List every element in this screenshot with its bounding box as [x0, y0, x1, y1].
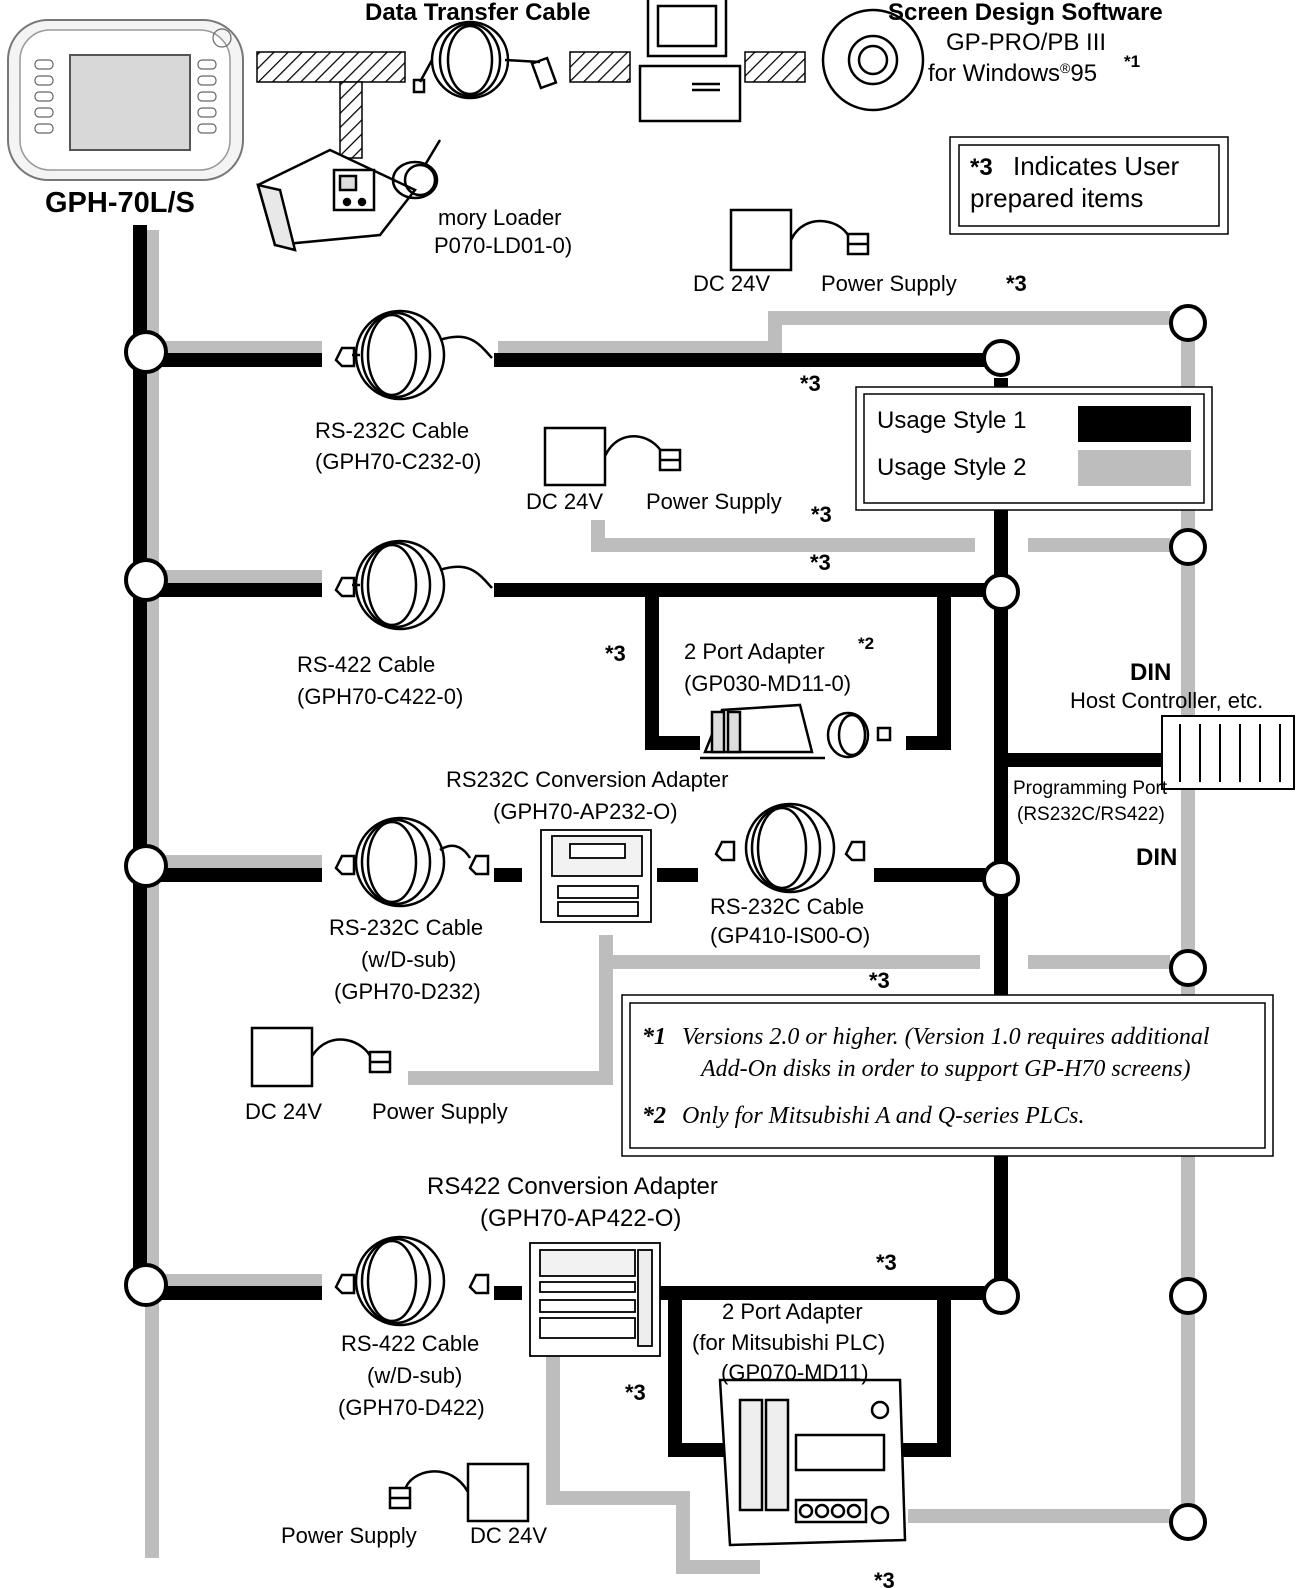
- rs232c-conv-line1: RS232C Conversion Adapter: [446, 767, 729, 792]
- legend-style2-label: Usage Style 2: [877, 454, 1026, 481]
- din-top-label: DIN: [1130, 659, 1171, 686]
- software-name: GP-PRO/PB III: [946, 29, 1106, 56]
- footnotes-box: *1 Versions 2.0 or higher. (Version 1.0 …: [621, 994, 1274, 1157]
- footnote1-line1: Versions 2.0 or higher. (Version 1.0 req…: [682, 1024, 1210, 1050]
- user-prepared-notice: *3 Indicates User prepared items: [949, 136, 1229, 235]
- rs422-conv-line2: (GPH70-AP422-O): [480, 1205, 681, 1232]
- cd-disc-icon: [821, 8, 925, 112]
- rs422-cable-line2: (GPH70-C422-0): [297, 684, 463, 709]
- rs232c-dsub-cable-icon: [334, 816, 490, 908]
- hatched-connector-bars: [256, 51, 806, 159]
- rs232c-dsub-line3: (GPH70-D232): [334, 979, 481, 1004]
- power1-supply: Power Supply: [821, 271, 957, 296]
- rs422-conversion-adapter-icon: [529, 1242, 661, 1357]
- rs232c-cable-line1: RS-232C Cable: [315, 418, 469, 443]
- mark-3: *3: [810, 550, 831, 575]
- power-supply-4: [388, 1462, 530, 1523]
- host-controller-icon: [1161, 715, 1295, 790]
- two-port-mitsubishi-adapter-icon: [718, 1378, 907, 1547]
- power1-dc: DC 24V: [693, 271, 770, 296]
- legend-style2-swatch: [1078, 450, 1191, 486]
- mark-3: *3: [800, 371, 821, 396]
- rs232c-gp410-cable-icon: [714, 802, 866, 894]
- mitsu-adapter-line2: (for Mitsubishi PLC): [692, 1330, 885, 1355]
- rs422-dsub-cable-icon: [334, 1235, 490, 1327]
- power2-dc: DC 24V: [526, 489, 603, 514]
- device-name: GPH-70L/S: [45, 187, 195, 219]
- two-port-note: *2: [858, 634, 874, 653]
- mark-3: *3: [876, 1250, 897, 1275]
- mark-3: *3: [874, 1568, 895, 1588]
- junction-nodes: [124, 304, 1207, 1541]
- two-port-line1: 2 Port Adapter: [684, 639, 825, 664]
- memory-loader-icon: [256, 139, 442, 252]
- rs422-cable-line1: RS-422 Cable: [297, 652, 435, 677]
- footnote2-mark: *2: [642, 1103, 666, 1129]
- rs232c-dsub-line1: RS-232C Cable: [329, 915, 483, 940]
- footnote1-line2: Add-On disks in order to support GP-H70 …: [699, 1056, 1191, 1082]
- mark-3: *3: [625, 1380, 646, 1405]
- host-port-line2: (RS232C/RS422): [1017, 804, 1165, 825]
- user-prepared-marks: *3 *3 *3 *3 *3 *3 *3: [605, 371, 897, 1588]
- rs422-dsub-line2: (w/D-sub): [367, 1363, 462, 1388]
- rs232c-cable-line2: (GPH70-C232-0): [315, 449, 481, 474]
- usage-legend: Usage Style 1 Usage Style 2: [855, 386, 1213, 511]
- two-port-adapter-icon: [700, 703, 892, 760]
- rs422-conv-line1: RS422 Conversion Adapter: [427, 1173, 718, 1200]
- mitsu-adapter-line1: 2 Port Adapter: [722, 1299, 863, 1324]
- power1-note: *3: [1006, 271, 1027, 296]
- legend-style1-label: Usage Style 1: [877, 407, 1026, 434]
- usage-style-1-lines: [133, 225, 1165, 1457]
- rs422-cable-icon: [334, 539, 493, 631]
- two-port-line2: (GP030-MD11-0): [684, 671, 851, 696]
- power3-dc: DC 24V: [245, 1099, 322, 1124]
- mark-3: *3: [869, 968, 890, 993]
- data-transfer-cable-icon: [412, 20, 558, 100]
- rs232c-conv-line2: (GPH70-AP232-O): [493, 799, 678, 824]
- notice-mark: *3: [970, 154, 993, 181]
- legend-style1-swatch: [1078, 406, 1191, 442]
- host-port-line1: Programming Port: [1013, 778, 1168, 799]
- rs232c-gp410-line2: (GP410-IS00-O): [710, 923, 870, 948]
- power4-dc: DC 24V: [470, 1523, 547, 1548]
- power2-supply: Power Supply: [646, 489, 782, 514]
- rs232c-dsub-line2: (w/D-sub): [361, 947, 456, 972]
- rs232c-conversion-adapter-icon: [540, 829, 652, 923]
- rs422-dsub-line3: (GPH70-D422): [338, 1395, 485, 1420]
- power2-note: *3: [811, 502, 832, 527]
- gph70-device-image: [7, 19, 244, 181]
- footnote1-mark: *1: [642, 1024, 666, 1050]
- notice-line1: Indicates User: [1013, 151, 1180, 181]
- pc-icon: [638, 0, 742, 123]
- din-bottom-label: DIN: [1136, 844, 1177, 871]
- power-supply-3: [250, 1026, 392, 1088]
- memory-loader-line2: P070-LD01-0): [434, 233, 572, 258]
- power-supply-2: [543, 426, 682, 487]
- rs422-dsub-line1: RS-422 Cable: [341, 1331, 479, 1356]
- footnote2-text: Only for Mitsubishi A and Q-series PLCs.: [682, 1103, 1084, 1129]
- host-title: Host Controller, etc.: [1070, 688, 1263, 713]
- rs232c-cable-icon: [334, 309, 493, 401]
- mitsu-adapter-line3: (GP070-MD11): [721, 1360, 869, 1385]
- power3-supply: Power Supply: [372, 1099, 508, 1124]
- software-title: Screen Design Software: [888, 0, 1163, 26]
- software-note-mark: *1: [1124, 52, 1140, 71]
- data-transfer-cable-label: Data Transfer Cable: [365, 0, 590, 26]
- software-os: for Windows®95: [928, 60, 1097, 87]
- mark-3: *3: [605, 641, 626, 666]
- memory-loader-line1: mory Loader: [438, 205, 562, 230]
- power-supply-1: [729, 208, 870, 272]
- notice-line2: prepared items: [970, 183, 1143, 213]
- power4-supply: Power Supply: [281, 1523, 417, 1548]
- rs232c-gp410-line1: RS-232C Cable: [710, 894, 864, 919]
